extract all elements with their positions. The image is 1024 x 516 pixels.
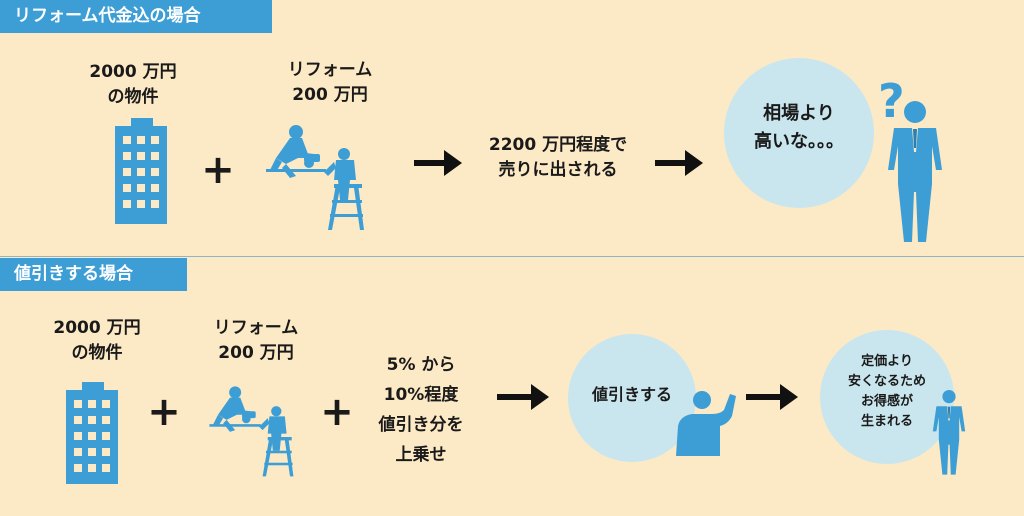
carpenter-worker-icon: [209, 386, 294, 477]
reform-price: 200 万円: [292, 85, 368, 105]
plus-icon: +: [201, 147, 235, 193]
right-arrow-icon: [497, 384, 549, 410]
reaction-line1: 相場より: [763, 103, 835, 124]
right-arrow-icon: [746, 384, 798, 410]
section1-title: リフォーム代金込の場合: [0, 0, 272, 33]
section1-result-label: 2200 万円程度で 売りに出される: [470, 133, 646, 183]
discount-bubble: [568, 334, 696, 462]
section-divider: [0, 256, 1024, 257]
section1-property-label: 2000 万円 の物件: [78, 60, 188, 110]
benefit-line2: 安くなるため: [847, 374, 926, 389]
plus-icon: +: [320, 389, 354, 435]
reform-price: 200 万円: [218, 343, 294, 363]
benefit-line3: お得感が: [860, 394, 913, 409]
building-icon: [66, 382, 118, 484]
reform-text: リフォーム: [287, 60, 373, 80]
reform-text: リフォーム: [213, 318, 299, 338]
result-text: 売りに出される: [498, 160, 618, 180]
building-icon: [115, 118, 167, 224]
question-mark-icon: ?: [878, 74, 905, 128]
markup-line1: 5% から: [386, 355, 456, 375]
businessman-icon: [888, 101, 942, 242]
section2-title: 値引きする場合: [0, 258, 187, 291]
plus-icon: +: [147, 389, 181, 435]
discount-text: 値引きする: [591, 385, 672, 404]
carpenter-worker-icon: [266, 125, 364, 230]
businessman-icon: [932, 390, 966, 475]
property-text: の物件: [71, 343, 123, 363]
benefit-bubble: [820, 330, 954, 464]
markup-line3: 値引き分を: [378, 415, 464, 435]
property-price: 2000 万円: [89, 62, 177, 82]
right-arrow-icon: [414, 150, 462, 176]
reaction-bubble: [724, 58, 874, 208]
markup-line4: 上乗せ: [395, 445, 447, 465]
property-price: 2000 万円: [53, 318, 141, 338]
section2-reform-label: リフォーム 200 万円: [196, 316, 316, 366]
benefit-line4: 生まれる: [860, 414, 913, 429]
property-text: の物件: [107, 87, 159, 107]
section1-reform-label: リフォーム 200 万円: [270, 58, 390, 108]
right-arrow-icon: [655, 150, 703, 176]
section2-markup-label: 5% から 10%程度 値引き分を 上乗せ: [366, 350, 476, 470]
waving-person-icon: [676, 391, 736, 456]
benefit-line1: 定価より: [861, 354, 913, 369]
markup-line2: 10%程度: [383, 385, 459, 405]
benefit-text: 定価より 安くなるため お得感が 生まれる: [828, 352, 946, 432]
section2-property-label: 2000 万円 の物件: [42, 316, 152, 366]
reaction-text: 相場より 高いな。。。: [729, 100, 869, 156]
result-price: 2200 万円程度で: [488, 135, 628, 155]
reaction-line2: 高いな。。。: [754, 131, 844, 152]
